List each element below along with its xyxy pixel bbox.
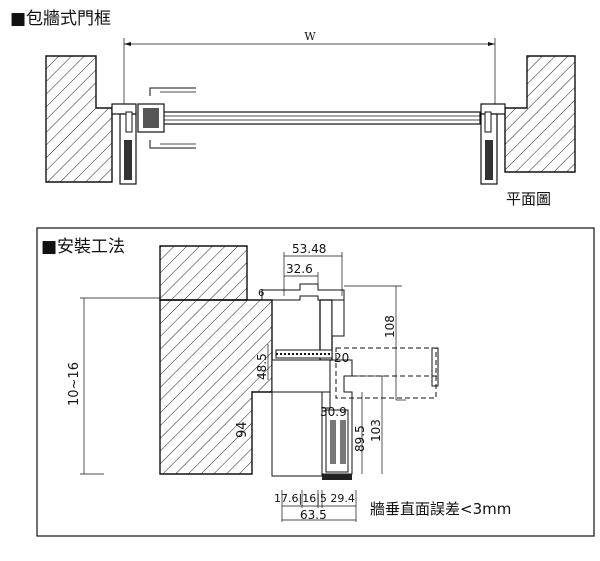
dim-108: 108 [383, 315, 397, 338]
dim-32-6: 32.6 [286, 262, 313, 276]
dim-48-5: 48.5 [255, 353, 269, 380]
dim-6: 6 [258, 288, 264, 299]
dim-89-5: 89.5 [353, 425, 367, 452]
dim-103: 103 [369, 419, 383, 442]
width-dimension: W [123, 30, 496, 104]
dim-20: 20 [334, 351, 349, 365]
left-wall [45, 55, 113, 183]
plan-view: ■包牆式門框 W [10, 9, 576, 208]
dim-53-48: 53.48 [292, 242, 326, 256]
door-leaf [149, 111, 481, 125]
left-frame-profile [111, 103, 137, 185]
right-wall [504, 55, 576, 173]
plan-view-label: 平面圖 [506, 190, 551, 208]
wall-tolerance-note: 牆垂直面誤差<3mm [370, 500, 511, 518]
hinge-hardware [137, 87, 196, 149]
dimension-lines [80, 252, 406, 522]
right-frame-profile [480, 103, 506, 185]
frame-extrusion [261, 283, 353, 480]
dim-10-16: 10~16 [67, 362, 82, 406]
dim-30-9: 30.9 [320, 405, 347, 419]
dim-94: 94 [235, 421, 250, 438]
wall-section [159, 245, 248, 301]
width-label: W [304, 30, 316, 43]
dim-bottom-row: 17.6|16|5 29.4 [274, 492, 355, 505]
install-section-frame [36, 227, 595, 537]
top-section-title: ■包牆式門框 [10, 9, 111, 29]
install-section: ■安裝工法 [36, 227, 595, 537]
dim-63-5: 63.5 [300, 508, 327, 522]
install-section-title: ■安裝工法 [41, 237, 125, 257]
